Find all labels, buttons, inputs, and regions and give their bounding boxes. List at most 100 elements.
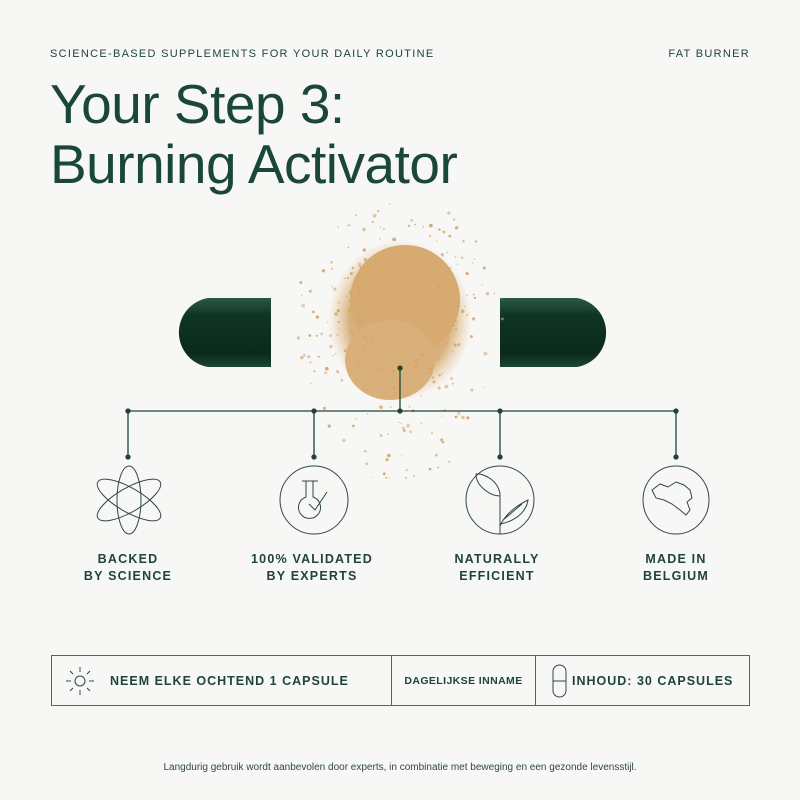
powder-speck <box>501 317 504 321</box>
powder-speck <box>401 426 405 430</box>
powder-speck <box>335 353 337 355</box>
powder-speck <box>454 256 457 258</box>
powder-speck <box>438 374 441 377</box>
powder-speck <box>364 273 368 277</box>
powder-speck <box>414 358 418 363</box>
powder-speck <box>409 268 412 271</box>
powder-speck <box>379 434 383 437</box>
tagline: SCIENCE-BASED SUPPLEMENTS FOR YOUR DAILY… <box>50 48 435 60</box>
powder-speck <box>454 327 458 331</box>
powder-speck <box>362 227 366 232</box>
powder-speck <box>452 324 456 328</box>
powder-speck <box>368 281 370 284</box>
powder-speck <box>452 218 456 221</box>
powder-speck <box>351 266 354 270</box>
powder-speck <box>300 294 303 296</box>
powder-speck <box>409 430 413 434</box>
powder-speck <box>440 253 445 257</box>
powder-speck <box>363 316 366 319</box>
powder-speck <box>348 224 351 226</box>
powder-speck <box>351 306 354 309</box>
powder-speck <box>447 211 451 215</box>
powder-speck <box>429 282 432 285</box>
powder-speck <box>299 281 303 284</box>
powder-speck <box>437 357 441 361</box>
connector-lines <box>125 365 679 460</box>
powder-speck <box>428 234 432 238</box>
powder-speck <box>389 203 391 205</box>
powder-speck <box>457 411 461 416</box>
powder-speck <box>465 313 469 317</box>
powder-speck <box>449 376 454 381</box>
powder-speck <box>400 454 403 456</box>
powder-speck <box>474 240 478 243</box>
powder-speck <box>420 269 423 272</box>
powder-speck <box>379 226 381 228</box>
powder-speck <box>324 371 328 375</box>
powder-speck <box>453 343 456 346</box>
powder-speck <box>441 440 445 444</box>
powder-speck <box>344 277 346 279</box>
powder-speck <box>317 355 320 358</box>
powder-speck <box>461 415 465 420</box>
powder-speck <box>403 394 406 397</box>
powder-speck <box>337 371 340 374</box>
powder-speck <box>380 284 383 286</box>
powder-speck <box>342 438 346 442</box>
powder-speck <box>320 332 323 336</box>
powder-speck <box>313 370 316 373</box>
powder-speck <box>363 345 367 349</box>
powder-speck <box>367 301 370 304</box>
powder-speck <box>387 433 389 435</box>
powder-speck <box>407 277 410 280</box>
powder-speck <box>386 387 388 389</box>
powder-speck <box>430 372 433 376</box>
powder-speck <box>436 348 438 350</box>
powder-speck <box>483 386 486 388</box>
powder-speck <box>400 422 402 425</box>
powder-speck <box>410 218 414 222</box>
content-cell: INHOUD: 30 CAPSULES <box>536 656 733 705</box>
powder-speck <box>440 262 443 265</box>
powder-speck <box>456 304 460 308</box>
powder-speck <box>416 363 418 365</box>
powder-speck <box>349 331 353 335</box>
powder-speck <box>367 376 369 379</box>
powder-speck <box>349 272 353 276</box>
powder-speck <box>441 373 443 375</box>
powder-speck <box>377 367 381 371</box>
powder-speck <box>315 315 320 319</box>
powder-speck <box>379 358 382 361</box>
powder-speck <box>347 224 349 227</box>
powder-speck <box>465 271 469 276</box>
powder-speck <box>321 268 326 273</box>
powder-speck <box>359 320 362 323</box>
dosage-text: NEEM ELKE OCHTEND 1 CAPSULE <box>110 673 349 688</box>
powder-speck <box>377 210 380 213</box>
powder-speck <box>327 424 331 428</box>
powder-speck <box>370 356 374 360</box>
powder-speck <box>432 364 435 367</box>
powder-speck <box>429 223 433 228</box>
powder-speck <box>461 256 464 259</box>
footer-note: Langdurig gebruik wordt aanbevolen door … <box>163 762 637 773</box>
powder-speck <box>336 309 340 313</box>
powder-speck <box>457 343 461 347</box>
powder-speck <box>358 265 361 268</box>
powder-speck <box>315 334 318 337</box>
powder-speck <box>369 277 374 282</box>
powder-speck <box>382 228 385 231</box>
powder-speck <box>446 251 449 254</box>
powder-speck <box>379 238 381 240</box>
powder-speck <box>348 300 351 303</box>
powder-speck <box>362 274 366 277</box>
powder-speck <box>338 328 340 330</box>
powder-speck <box>438 344 441 347</box>
capsule-left <box>178 298 271 367</box>
powder-speck <box>390 253 392 255</box>
powder-speck <box>425 287 429 291</box>
powder-speck <box>388 477 391 479</box>
powder-speck <box>360 366 363 369</box>
powder-speck <box>382 282 385 286</box>
product-illustration <box>125 203 679 480</box>
